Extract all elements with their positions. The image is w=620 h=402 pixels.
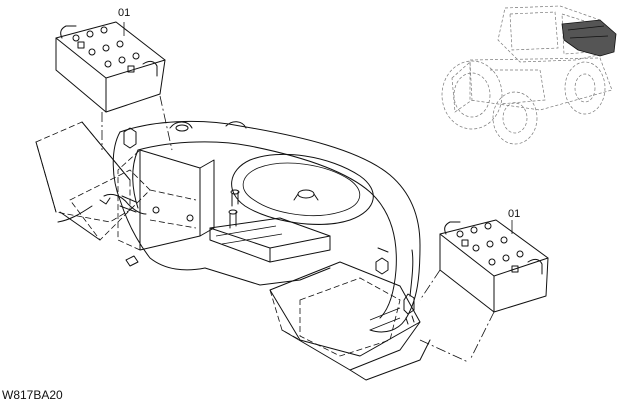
tractor-locator-view <box>441 5 617 145</box>
cable-left <box>57 193 147 223</box>
callout-label-battery-top: 01 <box>118 7 131 19</box>
battery-right <box>439 219 549 313</box>
battery-top-left <box>55 21 166 113</box>
battery-tray-right <box>269 247 431 381</box>
projection-lines <box>101 95 495 363</box>
callout-label-battery-right: 01 <box>508 208 521 220</box>
battery-carrier-frame <box>35 120 421 333</box>
drawing-code: W817BA20 <box>2 388 63 402</box>
